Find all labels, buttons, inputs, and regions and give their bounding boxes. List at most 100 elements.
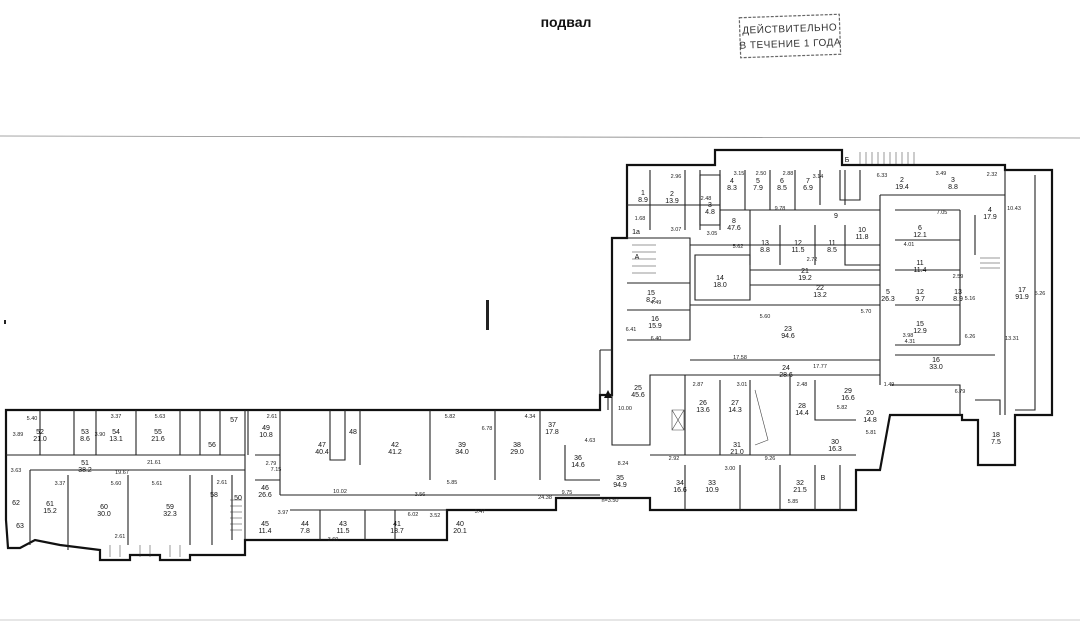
room-area: 20.1 <box>453 528 467 535</box>
stair-a-label: А <box>635 254 640 261</box>
dimension-label: 5.85 <box>788 499 799 505</box>
dimension-label: 3.05 <box>707 231 718 237</box>
room-number: 34 <box>676 480 684 487</box>
dimension-label: 6.41 <box>626 327 637 333</box>
room-area: 15.9 <box>648 323 662 330</box>
dimension-label: 4.49 <box>651 300 662 306</box>
room-area: 30.0 <box>97 511 111 518</box>
dimension-label: 5.26 <box>1035 291 1046 297</box>
dimension-label: 9.26 <box>765 456 776 462</box>
dimension-label: 6.02 <box>408 512 419 518</box>
room-number: 60 <box>100 504 108 511</box>
dimension-label: 4.31 <box>905 339 916 345</box>
room-area: 8.6 <box>80 436 90 443</box>
dimension-label: 3.15 <box>734 171 745 177</box>
room-number: 11 <box>828 240 835 247</box>
dimension-label: 10.43 <box>1007 206 1021 212</box>
dimension-label: 3.90 <box>95 432 106 438</box>
validity-stamp: ДЕЙСТВИТЕЛЬНО В ТЕЧЕНИЕ 1 ГОДА <box>738 13 842 59</box>
dimension-label: 21.61 <box>147 460 161 466</box>
room-number: 55 <box>154 429 162 436</box>
stamp-line-2: В ТЕЧЕНИЕ 1 ГОДА <box>739 37 841 52</box>
dimension-label: 5.63 <box>155 414 166 420</box>
plan-title: подвал <box>541 14 592 30</box>
dimension-label: 5.62 <box>733 244 744 250</box>
dimension-labels: 5.40 3.37 5.63 3.89 3.90 21.61 19.67 3.6… <box>11 171 1046 543</box>
room-number: 21 <box>801 268 809 275</box>
dimension-label: 3.01 <box>737 382 748 388</box>
room-number: 29 <box>844 388 852 395</box>
room-number: 13 <box>761 240 769 247</box>
dimension-label: 1.68 <box>635 216 646 222</box>
room-number: 17 <box>1018 287 1026 294</box>
room-number: 1 <box>641 190 645 197</box>
scan-dot <box>4 320 6 324</box>
room-area: 16.6 <box>841 395 855 402</box>
dimension-label: 3.63 <box>11 468 22 474</box>
dimension-label: 6.79 <box>955 389 966 395</box>
room-area: 9.7 <box>915 296 925 303</box>
scan-mark <box>486 300 489 330</box>
dimension-label: 2.87 <box>693 382 704 388</box>
dimension-label: 5.81 <box>866 430 877 436</box>
room-number: 39 <box>458 442 466 449</box>
room-area: 14.8 <box>863 417 877 424</box>
room-number: 11 <box>916 260 923 267</box>
dimension-label: 10.00 <box>618 406 632 412</box>
dimension-label: 6.78 <box>482 426 493 432</box>
room-number: 1а <box>632 229 640 236</box>
dimension-label: 5.70 <box>861 309 872 315</box>
dimension-label: 13.31 <box>1005 336 1019 342</box>
room-number: 6 <box>918 225 922 232</box>
room-number: 23 <box>784 326 792 333</box>
room-area: 8.9 <box>953 296 963 303</box>
room-number: 48 <box>349 429 357 436</box>
exit-v-label: В <box>821 475 826 482</box>
dimension-label: 2.61 <box>115 534 126 540</box>
dimension-label: 6.40 <box>651 336 662 342</box>
room-area: 91.9 <box>1015 294 1029 301</box>
dimension-label: 3.89 <box>13 432 24 438</box>
room-number: 45 <box>261 521 269 528</box>
room-number: 58 <box>210 492 218 499</box>
dimension-label: 17.77 <box>813 364 827 370</box>
room-number: 35 <box>616 475 624 482</box>
room-area: 21.0 <box>730 449 744 456</box>
dimension-label: 3.14 <box>813 174 824 180</box>
room-area: 94.9 <box>613 482 627 489</box>
room-number: 26 <box>699 400 707 407</box>
room-area: 14.3 <box>728 407 742 414</box>
dimension-label: 5.40 <box>27 416 38 422</box>
room-area: 14.6 <box>571 462 585 469</box>
room-area: 28.6 <box>779 372 793 379</box>
room-area: 18.0 <box>713 282 727 289</box>
room-number: 53 <box>81 429 89 436</box>
room-area: 6.9 <box>803 185 813 192</box>
dimension-label: h=3.50 <box>602 498 619 504</box>
room-number: 62 <box>12 500 20 507</box>
dimension-label: 19.67 <box>115 470 129 476</box>
room-number: 43 <box>339 521 347 528</box>
dimension-label: 7.05 <box>937 210 948 216</box>
dimension-label: 5.82 <box>837 405 848 411</box>
room-area: 21.5 <box>793 487 807 494</box>
room-area: 7.5 <box>991 439 1001 446</box>
room-area: 26.6 <box>258 492 272 499</box>
scan-edge-line <box>0 135 1080 139</box>
room-area: 33.0 <box>929 364 943 371</box>
room-area: 10.9 <box>705 487 719 494</box>
room-area: 19.2 <box>798 275 812 282</box>
dimension-label: 3.56 <box>415 492 426 498</box>
room-number: 12 <box>794 240 802 247</box>
room-number: 3 <box>708 202 712 209</box>
dimension-label: 6.33 <box>877 173 888 179</box>
room-area: 16.6 <box>673 487 687 494</box>
dimension-label: 2.61 <box>267 414 278 420</box>
dimension-label: 3.37 <box>55 481 66 487</box>
dimension-label: 17.58 <box>733 355 747 361</box>
room-area: 8.3 <box>727 185 737 192</box>
room-number: 6 <box>780 178 784 185</box>
room-area: 19.4 <box>895 184 909 191</box>
room-number: 8 <box>732 218 736 225</box>
